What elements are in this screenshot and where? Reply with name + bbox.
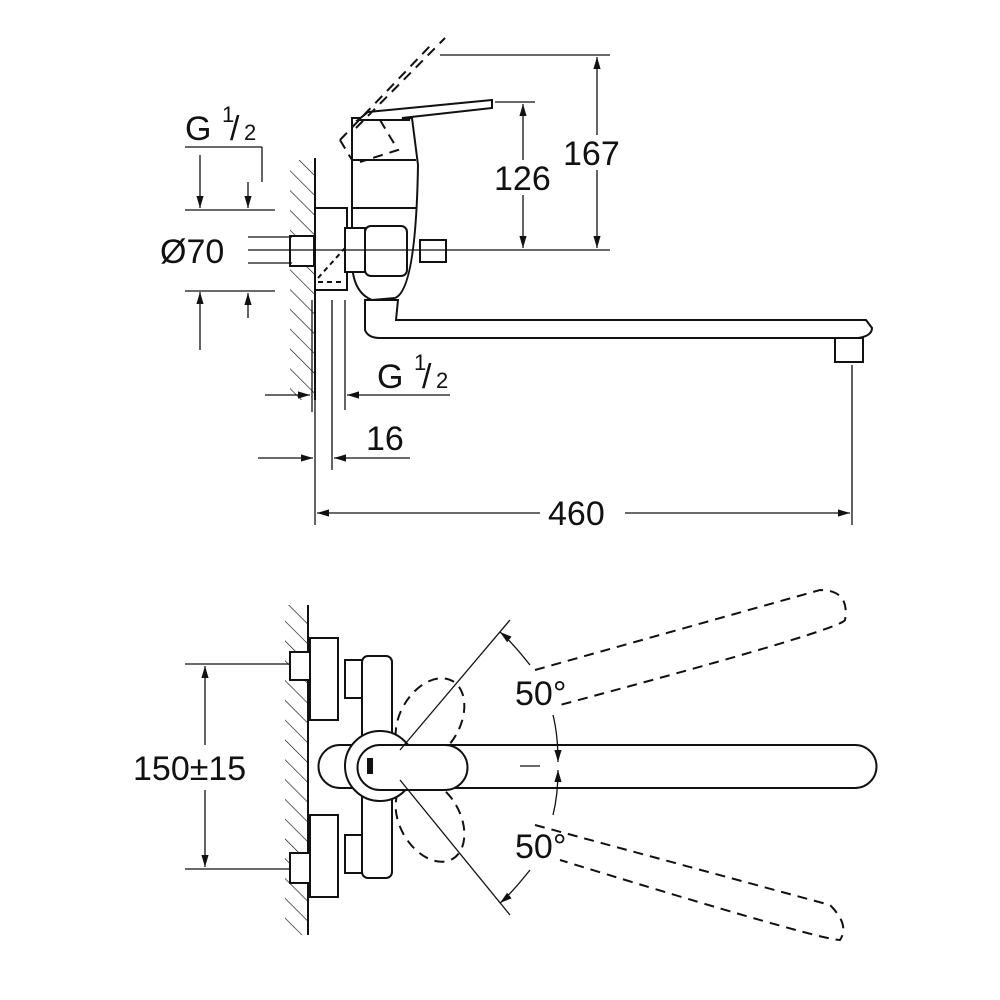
dim-diameter: Ø70 [160, 182, 292, 318]
wall-side [290, 158, 316, 400]
dim-thread-bottom: G 1 / 2 [265, 300, 450, 412]
dim-heights: 126 167 [440, 54, 620, 248]
mounting-eccentric [289, 207, 348, 291]
offset-label: 16 [366, 420, 404, 458]
fraction-slash: / [230, 110, 240, 148]
mixer-body [344, 117, 447, 302]
dim-offset: 16 [258, 300, 410, 525]
thread-top-den: 2 [244, 120, 256, 145]
dim-thread-top: G 1 / 2 [185, 102, 263, 350]
top-view: 150±15 50° 50° [133, 588, 878, 942]
thread-top-num: 1 [222, 102, 234, 127]
total-height-label: 167 [563, 135, 620, 173]
spout-top [317, 730, 878, 802]
fraction-slash: / [422, 358, 432, 396]
dim-spout-projection: 460 [317, 365, 853, 533]
thread-bottom-num: 1 [414, 350, 426, 375]
thread-bottom-letter: G [377, 358, 403, 396]
thread-top-letter: G [185, 110, 211, 148]
lever-height-label: 126 [494, 160, 551, 198]
dim-swivel-angles: 50° 50° [399, 619, 566, 916]
thread-bottom-den: 2 [436, 368, 448, 393]
lever-handle [339, 37, 493, 163]
dim-center-distance: 150±15 [133, 663, 290, 870]
swivel-up-label: 50° [515, 675, 566, 713]
spout-side [364, 299, 874, 363]
diameter-label: Ø70 [160, 233, 224, 271]
center-distance-label: 150±15 [133, 750, 246, 788]
side-view: G 1 / 2 Ø70 G 1 / 2 [160, 37, 874, 533]
projection-label: 460 [548, 495, 605, 533]
swivel-down-label: 50° [515, 828, 566, 866]
